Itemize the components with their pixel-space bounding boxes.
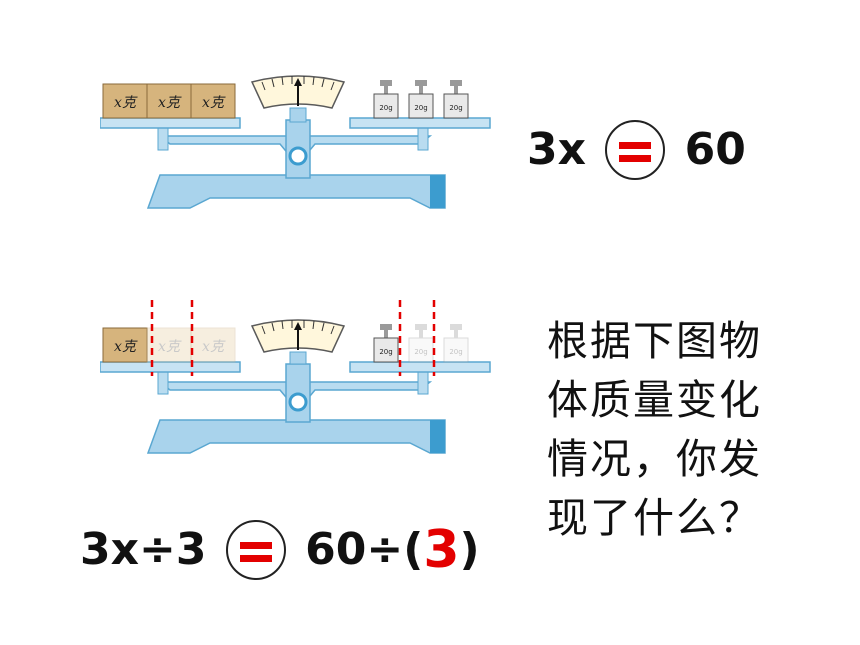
svg-text:x克: x克 bbox=[114, 95, 138, 111]
equation-top: 3x 60 bbox=[527, 120, 746, 180]
scale-base bbox=[146, 419, 446, 454]
weight-20g: 20g bbox=[408, 80, 434, 119]
x-gram-block: x克 bbox=[146, 83, 192, 119]
svg-text:20g: 20g bbox=[414, 104, 427, 112]
question-line: 体质量变化 bbox=[547, 376, 762, 424]
svg-text:20g: 20g bbox=[379, 104, 392, 112]
equation-rhs: 60 bbox=[684, 124, 746, 175]
right-pan bbox=[349, 361, 491, 373]
svg-text:20g: 20g bbox=[449, 348, 462, 356]
equals-circle bbox=[225, 520, 286, 580]
pivot-knob bbox=[288, 146, 308, 166]
x-gram-block: x克 bbox=[190, 83, 236, 119]
left-pan bbox=[100, 117, 241, 129]
right-pan bbox=[349, 117, 491, 129]
svg-text:x克: x克 bbox=[158, 95, 182, 111]
equation-lhs: 3x÷3 bbox=[80, 524, 207, 575]
weight-20g: 20g bbox=[373, 80, 399, 119]
svg-text:x克: x克 bbox=[114, 339, 138, 355]
equation-bottom: 3x÷3 60÷(3) bbox=[80, 520, 480, 580]
x-gram-block: x克 bbox=[102, 83, 148, 119]
red-dashed-dividers bbox=[150, 300, 436, 376]
closing-paren: ) bbox=[459, 524, 480, 575]
equation-rhs: 60÷( bbox=[305, 524, 424, 575]
weight-20g: 20g bbox=[373, 324, 399, 363]
question-line: 情况，你发 bbox=[547, 435, 762, 483]
svg-text:20g: 20g bbox=[379, 348, 392, 356]
equals-circle bbox=[605, 120, 666, 180]
weight-20g: 20g bbox=[443, 80, 469, 119]
svg-text:x克: x克 bbox=[202, 339, 226, 355]
question-text: 根据下图物 体质量变化 情况，你发 现了什么？ bbox=[547, 312, 807, 548]
svg-text:20g: 20g bbox=[414, 348, 427, 356]
equation-lhs: 3x bbox=[527, 124, 586, 175]
x-gram-block-faded: x克 bbox=[146, 327, 192, 363]
scale-base bbox=[146, 174, 446, 209]
weight-20g-faded: 20g bbox=[443, 324, 469, 363]
svg-text:x克: x克 bbox=[202, 95, 226, 111]
question-line: 现了什么？ bbox=[547, 494, 762, 542]
svg-text:20g: 20g bbox=[449, 104, 462, 112]
divisor-answer: 3 bbox=[423, 520, 460, 580]
x-gram-block: x克 bbox=[102, 327, 148, 363]
weight-20g-faded: 20g bbox=[408, 324, 434, 363]
question-line: 根据下图物 bbox=[547, 317, 762, 365]
x-gram-block-faded: x克 bbox=[190, 327, 236, 363]
left-pan bbox=[100, 361, 241, 373]
balance-scale-bottom: x克 x克 x克 20g 20g 20g bbox=[100, 300, 491, 454]
balance-scale-top: x克 x克 x克 20g 20g 20g bbox=[100, 75, 491, 209]
pivot-knob bbox=[288, 392, 308, 412]
svg-text:x克: x克 bbox=[158, 339, 182, 355]
